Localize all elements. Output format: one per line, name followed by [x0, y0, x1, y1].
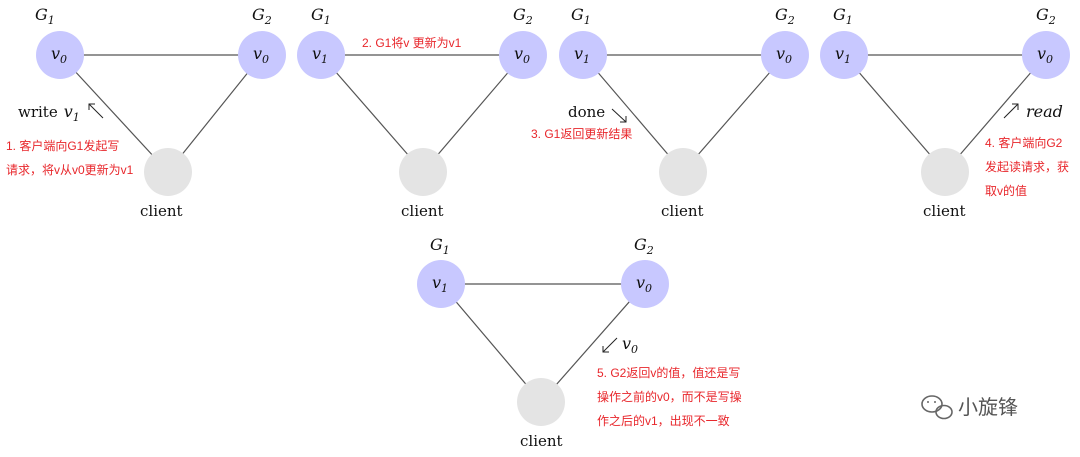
g1-node [417, 260, 465, 308]
client-label: client [923, 202, 966, 220]
arrow-up-right-icon [1003, 103, 1019, 119]
arrow-down-right-icon [611, 108, 627, 123]
watermark: 小旋锋 [921, 395, 1018, 420]
note-1-line-2: 请求，将v从v0更新为v1 [6, 162, 134, 177]
read-label: read [1026, 102, 1063, 121]
note-4-line-2: 发起读请求，获 [985, 159, 1069, 174]
edge-g2-client [540, 283, 646, 403]
g2-label: G2 [1036, 5, 1056, 27]
g2-node [499, 31, 547, 79]
g1-value: v1 [312, 44, 328, 66]
edge-g1-client [320, 54, 424, 173]
g1-node [820, 31, 868, 79]
client-label: client [520, 432, 563, 450]
note-5-line-3: 作之后的v1，出现不一致 [597, 413, 730, 428]
client-node [144, 148, 192, 196]
g1-value: v0 [51, 44, 67, 66]
g2-value: v0 [514, 44, 530, 66]
note-5-line-1: 5. G2返回v的值，值还是写 [597, 365, 740, 380]
g1-value: v1 [574, 44, 590, 66]
client-label: client [140, 202, 183, 220]
g2-value: v0 [253, 44, 269, 66]
note-5-line-2: 操作之前的v0，而不是写操 [597, 389, 742, 404]
g2-label: G2 [252, 5, 272, 27]
g2-label: G2 [513, 5, 533, 27]
note-4-line-1: 4. 客户端向G2 [985, 135, 1063, 150]
arrow-up-left-icon [88, 103, 104, 119]
note-1-line-1: 1. 客户端向G1发起写 [6, 138, 119, 153]
note-2: 2. G1将v 更新为v1 [362, 35, 462, 50]
edge-g2-client [167, 54, 263, 173]
client-node [399, 148, 447, 196]
panel-4-read-request: G1 G2 v1 v0 client read 4. 客户端向G2 发起读请求，… [820, 5, 1070, 220]
edge-g1-client [843, 54, 946, 173]
g2-node [1022, 31, 1070, 79]
edge-g1-client [582, 54, 684, 173]
done-label: done [568, 103, 605, 121]
g1-node [297, 31, 345, 79]
edge-g1-client [440, 283, 542, 403]
g1-node [36, 31, 84, 79]
g2-label: G2 [634, 235, 654, 257]
note-3: 3. G1返回更新结果 [531, 126, 632, 141]
g1-value: v1 [432, 273, 448, 295]
g1-label: G1 [833, 5, 853, 27]
g2-label: G2 [775, 5, 795, 27]
g2-node [761, 31, 809, 79]
g2-value: v0 [636, 273, 652, 295]
g1-label: G1 [35, 5, 55, 27]
edge-g1-client [59, 54, 169, 173]
g1-label: G1 [571, 5, 591, 27]
g1-value: v1 [835, 44, 851, 66]
g1-node [559, 31, 607, 79]
wechat-icon [921, 395, 953, 420]
watermark-text: 小旋锋 [958, 396, 1018, 419]
client-label: client [401, 202, 444, 220]
panel-3-update-result: G1 G2 v1 v0 client done 3. G1返回更新结果 [531, 5, 809, 220]
g2-value: v0 [1037, 44, 1053, 66]
client-node [517, 378, 565, 426]
arrow-down-left-icon [602, 337, 618, 353]
edge-g2-client [682, 54, 786, 173]
g1-label: G1 [311, 5, 331, 27]
panel-5-stale-read: G1 G2 v1 v0 client v0 5. G2返回v的值，值还是写 操作… [417, 235, 742, 450]
edge-g2-client [944, 54, 1047, 173]
client-label: client [661, 202, 704, 220]
returned-value: v0 [622, 334, 638, 356]
panel-2-g1-update: G1 G2 v1 v0 client 2. G1将v 更新为v1 [297, 5, 547, 220]
note-4-line-3: 取v的值 [985, 183, 1027, 198]
g2-node [238, 31, 286, 79]
client-node [659, 148, 707, 196]
g2-node [621, 260, 669, 308]
g2-value: v0 [776, 44, 792, 66]
edge-g2-client [422, 54, 524, 173]
g1-label: G1 [430, 235, 450, 257]
client-node [921, 148, 969, 196]
